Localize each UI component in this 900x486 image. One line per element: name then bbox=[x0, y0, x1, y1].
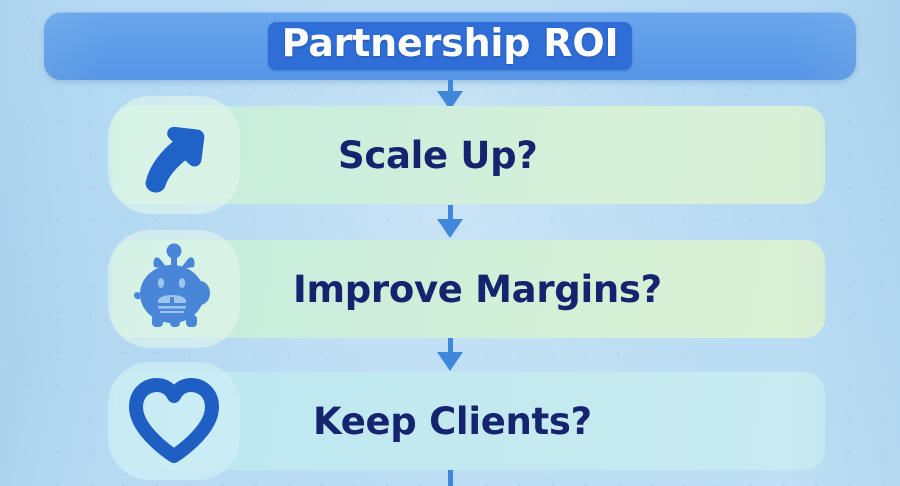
connector-arrow-1 bbox=[437, 80, 463, 110]
connector-arrow-2 bbox=[437, 205, 463, 238]
flow-step-label: Scale Up? bbox=[338, 133, 538, 177]
icon-badge bbox=[108, 362, 240, 480]
flow-step-scale-up[interactable]: Scale Up? bbox=[108, 96, 825, 214]
page-title: Partnership ROI bbox=[281, 21, 619, 66]
flow-step-improve-margins[interactable]: Improve Margins? bbox=[108, 230, 825, 348]
header-title-highlight: Partnership ROI bbox=[267, 21, 633, 70]
icon-badge bbox=[108, 96, 240, 214]
connector-arrowhead bbox=[437, 219, 463, 238]
flow-step-label: Keep Clients? bbox=[313, 399, 592, 443]
connector-line bbox=[447, 80, 453, 92]
flow-step-label: Improve Margins? bbox=[293, 267, 662, 311]
connector-arrowhead bbox=[437, 352, 463, 371]
connector-line bbox=[447, 338, 453, 353]
icon-badge bbox=[108, 230, 240, 348]
header-bar[interactable]: Partnership ROI bbox=[44, 12, 856, 80]
connector-line bbox=[447, 205, 453, 220]
heart-outline-icon bbox=[129, 378, 219, 463]
connector-line bbox=[447, 470, 453, 486]
connector-arrowhead bbox=[437, 91, 463, 110]
connector-arrow-3 bbox=[437, 338, 463, 371]
trending-up-arrow-icon bbox=[145, 126, 205, 193]
flow-step-keep-clients[interactable]: Keep Clients? bbox=[108, 362, 825, 480]
connector-arrow-4 bbox=[437, 470, 463, 486]
piggy-bank-icon bbox=[134, 243, 210, 327]
